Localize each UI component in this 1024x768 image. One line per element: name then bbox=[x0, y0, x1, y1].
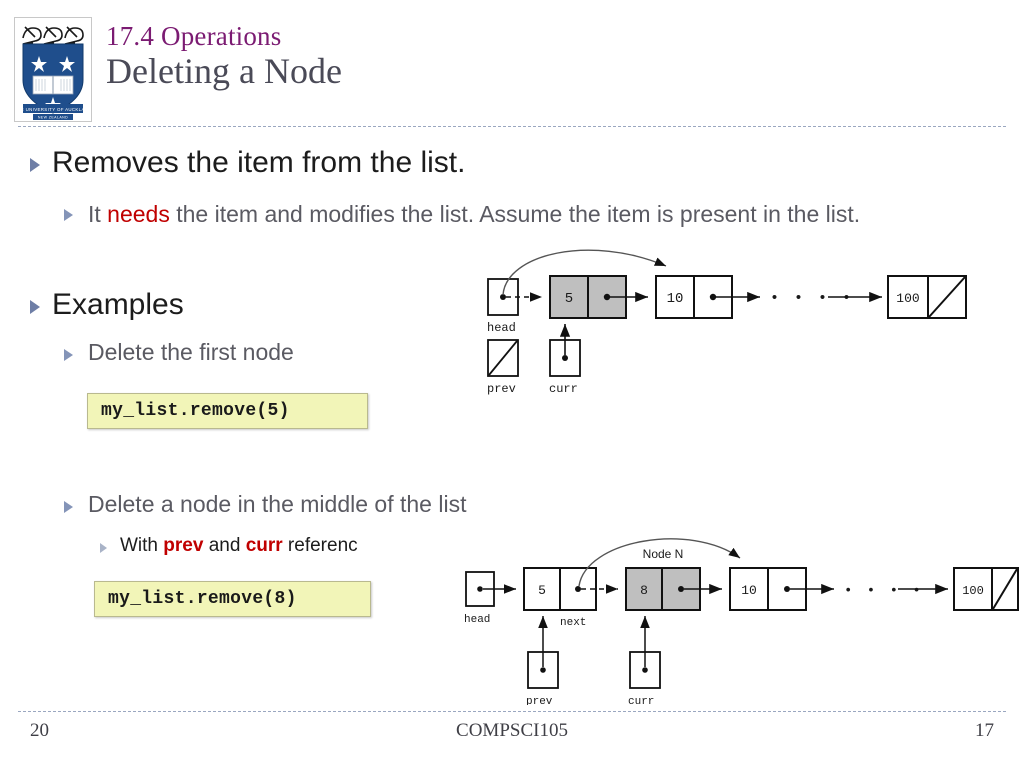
node-100-null-slash-icon bbox=[992, 568, 1018, 610]
bullet-marker-icon bbox=[64, 501, 73, 513]
curr-dot-icon bbox=[562, 355, 568, 361]
node-100-value: 100 bbox=[896, 291, 919, 306]
b6-pre: With bbox=[120, 535, 164, 556]
node-10-next-dot-icon bbox=[784, 586, 790, 592]
node-100-value: 100 bbox=[962, 584, 984, 598]
label-head: head bbox=[464, 614, 490, 626]
node-5-value-cell bbox=[523, 567, 561, 611]
code-snippet-remove-5: my_list.remove(5) bbox=[87, 393, 368, 429]
label-head: head bbox=[487, 321, 516, 335]
b6-mid: and bbox=[203, 535, 246, 556]
head-dot-icon bbox=[500, 294, 506, 300]
university-logo: THE UNIVERSITY OF AUCKLAND NEW ZEALAND bbox=[14, 17, 92, 122]
node-8-value: 8 bbox=[640, 583, 648, 598]
ellipsis-dots: • • • • bbox=[770, 290, 854, 307]
linked-list-diagram-delete-first: head 5 10 • • • • 100 bbox=[470, 240, 970, 410]
slide-header: THE UNIVERSITY OF AUCKLAND NEW ZEALAND 1… bbox=[0, 0, 1024, 128]
bullet-marker-icon bbox=[64, 209, 73, 221]
head-to-node-10-curved-arrow bbox=[502, 249, 667, 296]
label-next: next bbox=[560, 617, 586, 629]
bullet-marker-icon bbox=[100, 543, 107, 553]
node-10-value-cell bbox=[729, 567, 769, 611]
bullet-delete-first-node: Delete the first node bbox=[88, 339, 294, 365]
label-node-n: Node N bbox=[643, 547, 684, 561]
auckland-crest-icon: THE UNIVERSITY OF AUCKLAND NEW ZEALAND bbox=[14, 18, 91, 121]
node-5-next-dot-icon bbox=[603, 293, 611, 301]
title-block: 17.4 Operations Deleting a Node bbox=[106, 22, 342, 92]
label-prev: prev bbox=[487, 382, 516, 396]
header-divider bbox=[18, 126, 1006, 127]
b2-emphasis-needs: needs bbox=[107, 201, 170, 227]
ellipsis-dots: • • • • bbox=[844, 583, 924, 599]
bullet-removes-item: Removes the item from the list. bbox=[52, 146, 466, 179]
linked-list-diagram-delete-middle: head 5 next 8 Node N 10 • • • • bbox=[440, 530, 1020, 705]
node-10-next-dot-icon bbox=[709, 293, 717, 301]
node-100-null-slash-icon bbox=[928, 276, 966, 318]
node-5-to-node-10-curved-arrow bbox=[578, 538, 741, 587]
code-snippet-remove-8: my_list.remove(8) bbox=[94, 581, 371, 617]
node-8-value-cell bbox=[625, 567, 663, 611]
node-5-next-dot-icon bbox=[575, 586, 581, 592]
b6-post: referenc bbox=[282, 535, 358, 556]
head-dot-icon bbox=[477, 586, 483, 592]
b2-post: the item and modifies the list. Assume t… bbox=[169, 201, 861, 227]
b6-emphasis-curr: curr bbox=[245, 535, 283, 556]
footer-course-code: COMPSCI105 bbox=[456, 720, 568, 741]
label-curr: curr bbox=[628, 696, 654, 705]
node-10-value: 10 bbox=[741, 583, 757, 598]
b2-pre: It bbox=[88, 201, 108, 227]
slide-subtitle: 17.4 Operations bbox=[106, 21, 282, 51]
node-100-value-cell bbox=[887, 275, 929, 319]
prev-dot-icon bbox=[540, 667, 546, 673]
node-100-value-cell bbox=[953, 567, 993, 611]
label-prev: prev bbox=[526, 696, 553, 705]
bullet-marker-icon bbox=[30, 158, 40, 172]
footer-left-number: 20 bbox=[30, 720, 49, 741]
page-title: Deleting a Node bbox=[106, 51, 342, 92]
node-5-value: 5 bbox=[538, 583, 546, 598]
footer-divider bbox=[18, 711, 1006, 712]
bullet-with-prev-curr: With prev and curr referenc bbox=[120, 535, 358, 557]
bullet-examples: Examples bbox=[52, 288, 184, 321]
bullet-delete-middle-node: Delete a node in the middle of the list bbox=[88, 491, 467, 517]
b6-emphasis-prev: prev bbox=[163, 535, 204, 556]
curr-dot-icon bbox=[642, 667, 648, 673]
prev-null-slash-icon bbox=[488, 340, 518, 376]
node-10-value: 10 bbox=[667, 291, 684, 307]
label-curr: curr bbox=[549, 382, 578, 396]
node-5-value-cell bbox=[549, 275, 589, 319]
bullet-marker-icon bbox=[64, 349, 73, 361]
bullet-marker-icon bbox=[30, 300, 40, 314]
logo-banner-line2: NEW ZEALAND bbox=[38, 116, 68, 120]
node-5-value: 5 bbox=[565, 291, 573, 307]
node-8-next-dot-icon bbox=[678, 586, 684, 592]
slide-number: 17 bbox=[975, 720, 994, 741]
logo-banner-line1: THE UNIVERSITY OF AUCKLAND bbox=[15, 107, 91, 112]
bullet-needs-item: It needs the item and modifies the list.… bbox=[88, 199, 988, 229]
